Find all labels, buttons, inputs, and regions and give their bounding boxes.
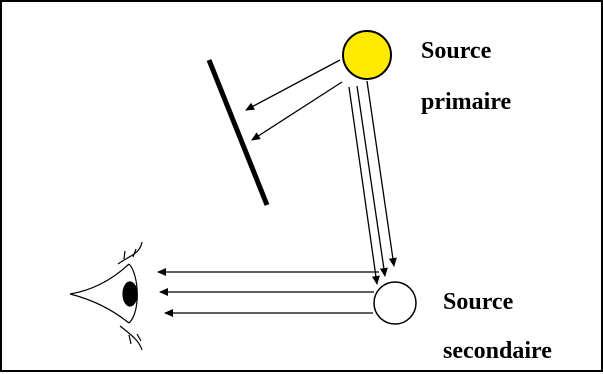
mirror-bar xyxy=(206,59,270,206)
primary-source-label-line2: primaire xyxy=(421,89,512,115)
ray-primary-to-secondary-3 xyxy=(366,80,397,267)
primary-source xyxy=(342,30,392,80)
secondary-source-label-line1: Source xyxy=(443,289,514,315)
secondary-source-label-line2: secondaire xyxy=(443,338,552,364)
ray-primary-to-secondary-2 xyxy=(356,85,388,277)
eye-icon xyxy=(69,241,143,351)
ray-primary-to-mirror-2 xyxy=(251,81,343,141)
ray-primary-to-secondary-1 xyxy=(348,86,380,285)
ray-primary-to-mirror-1 xyxy=(245,59,341,111)
primary-source-label-line1: Source xyxy=(421,38,492,64)
secondary-source xyxy=(373,281,417,325)
